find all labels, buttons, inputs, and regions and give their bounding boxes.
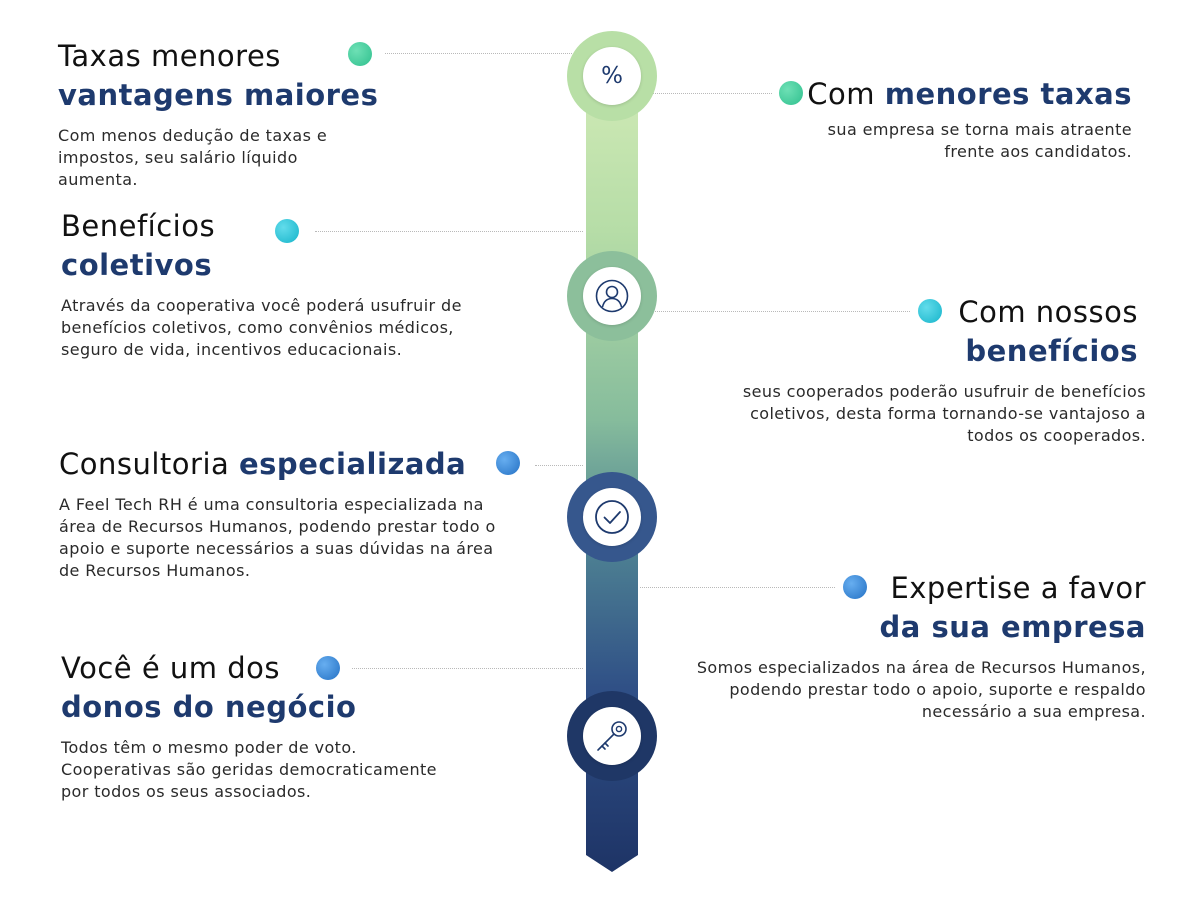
- title-line: Com nossos: [958, 295, 1138, 329]
- description: Somos especializados na área de Recursos…: [696, 658, 1146, 721]
- title-emphasis: coletivos: [61, 248, 213, 282]
- connector-line: [535, 465, 583, 466]
- dot-left-2: [275, 219, 299, 243]
- key-icon: [597, 721, 627, 751]
- node-2: [567, 251, 657, 341]
- title-emphasis: vantagens maiores: [58, 78, 379, 112]
- title-line: Com: [807, 77, 885, 111]
- dot-left-1: [348, 42, 372, 66]
- dot-right-2: [918, 299, 942, 323]
- connector-line: [385, 53, 572, 54]
- description: sua empresa se torna mais atraente frent…: [827, 120, 1132, 161]
- connector-line: [352, 668, 583, 669]
- dot-right-1: [779, 81, 803, 105]
- node-1: %: [567, 31, 657, 121]
- title-emphasis: benefícios: [965, 334, 1138, 368]
- dot-right-3: [843, 575, 867, 599]
- title-line: Expertise a favor: [890, 571, 1146, 605]
- node-4: [567, 691, 657, 781]
- connector-line: [640, 587, 835, 588]
- left-item-3: Consultoria especializada A Feel Tech RH…: [59, 445, 529, 582]
- right-item-1: Com menores taxas sua empresa se torna m…: [732, 75, 1132, 163]
- title-line: Taxas menores: [58, 39, 281, 73]
- connector-line: [315, 231, 583, 232]
- title-emphasis: donos do negócio: [61, 690, 357, 724]
- description: Todos têm o mesmo poder de voto. Coopera…: [61, 738, 437, 801]
- node-3: [567, 472, 657, 562]
- right-item-3: Expertise a favor da sua empresa Somos es…: [666, 569, 1146, 723]
- dot-left-4: [316, 656, 340, 680]
- title-line: Consultoria: [59, 447, 239, 481]
- title-emphasis: menores taxas: [884, 77, 1132, 111]
- description: Com menos dedução de taxas e impostos, s…: [58, 126, 328, 189]
- title-emphasis: especializada: [239, 447, 467, 481]
- title-line: Você é um dos: [61, 651, 281, 685]
- connector-line: [652, 311, 910, 312]
- connector-line: [652, 93, 772, 94]
- left-item-1: Taxas menores vantagens maiores Com menos…: [58, 37, 398, 191]
- left-item-4: Você é um dos donos do negócio Todos têm …: [61, 649, 481, 803]
- person-icon: [595, 279, 629, 313]
- title-line: Benefícios: [61, 209, 216, 243]
- description: seus cooperados poderão usufruir de bene…: [742, 382, 1146, 445]
- title-emphasis: da sua empresa: [879, 610, 1146, 644]
- dot-left-3: [496, 451, 520, 475]
- percent-icon: %: [601, 63, 623, 89]
- description: Através da cooperativa você poderá usufr…: [61, 296, 462, 359]
- description: A Feel Tech RH é uma consultoria especia…: [59, 495, 496, 580]
- right-item-2: Com nossos benefícios seus cooperados pod…: [686, 293, 1146, 447]
- left-item-2: Benefícios coletivos Através da cooperati…: [61, 207, 491, 361]
- check-icon: [595, 500, 629, 534]
